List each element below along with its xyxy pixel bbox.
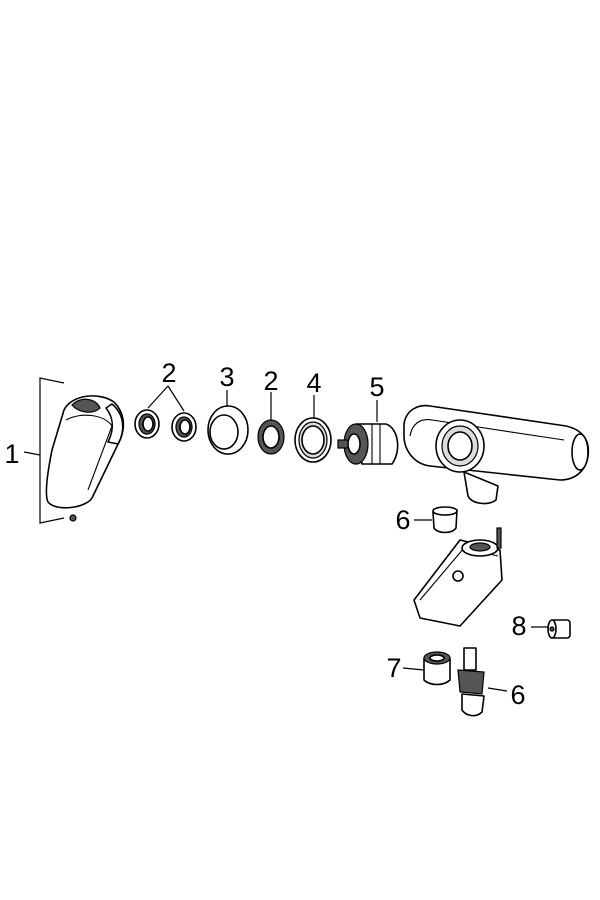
callout-2a: 2 xyxy=(161,358,176,388)
part-6-valve-insert xyxy=(457,647,508,717)
part-1-bracket xyxy=(23,377,65,524)
part-8-insert xyxy=(531,619,571,639)
part-7-nut xyxy=(402,651,451,686)
callout-3: 3 xyxy=(219,362,234,392)
callout-7: 7 xyxy=(386,653,401,683)
part-1-lever-handle xyxy=(45,395,125,522)
callout-5: 5 xyxy=(369,372,384,402)
callout-6a: 6 xyxy=(395,505,410,535)
callout-2b: 2 xyxy=(263,366,278,396)
spout xyxy=(413,527,503,627)
callout-6b: 6 xyxy=(510,680,525,710)
part-6-cap xyxy=(414,506,458,534)
callout-labels: 1 2 3 2 4 5 6 8 7 6 xyxy=(4,358,526,710)
part-4-ring xyxy=(294,395,332,463)
part-3-rosette xyxy=(207,390,249,455)
part-2-ring-right xyxy=(171,412,197,442)
part-2-clip xyxy=(257,392,285,455)
callout-8: 8 xyxy=(511,611,526,641)
part-2-leader-lines xyxy=(147,385,185,412)
part-5-cartridge xyxy=(337,400,399,465)
callout-4: 4 xyxy=(306,368,321,398)
valve-body xyxy=(403,404,590,505)
part-2-ring-left xyxy=(134,409,160,439)
callout-1: 1 xyxy=(4,439,19,469)
